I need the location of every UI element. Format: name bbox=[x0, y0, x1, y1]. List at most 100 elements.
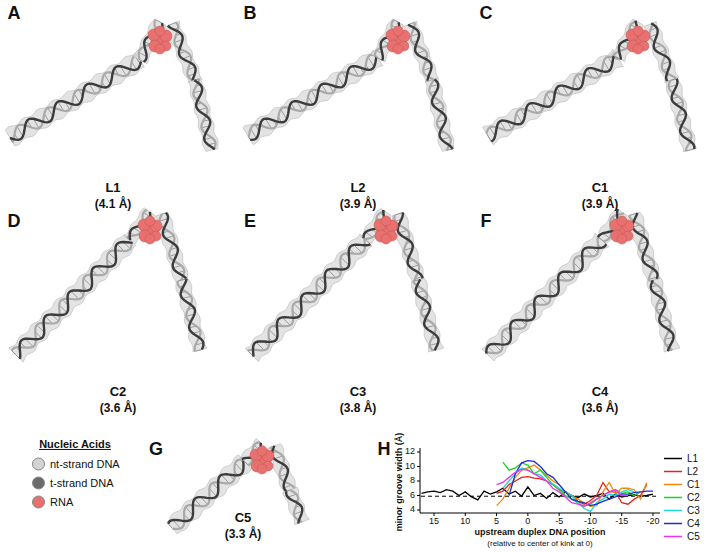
base-pair bbox=[526, 308, 534, 316]
legend-text: nt-strand DNA bbox=[50, 458, 120, 470]
t-strand bbox=[398, 213, 423, 279]
panel-letter: H bbox=[378, 440, 391, 460]
nucleic-acid-structure bbox=[483, 19, 697, 152]
t-strand bbox=[253, 244, 370, 356]
legend-line bbox=[664, 496, 682, 498]
rna-density bbox=[617, 234, 627, 244]
t-strand bbox=[163, 213, 187, 279]
rna-density bbox=[257, 464, 267, 474]
base-pair bbox=[104, 74, 110, 84]
y-tick bbox=[417, 495, 420, 496]
data-line bbox=[509, 461, 653, 506]
rna-density bbox=[393, 26, 403, 36]
nt-strand bbox=[173, 460, 243, 529]
base-pair bbox=[516, 113, 522, 122]
t-strand bbox=[432, 79, 453, 149]
x-tick bbox=[653, 513, 654, 516]
nt-strand bbox=[429, 80, 450, 151]
density-map bbox=[483, 49, 623, 144]
density-map bbox=[482, 233, 609, 361]
base-pair bbox=[256, 342, 264, 350]
base-pair bbox=[12, 351, 20, 359]
base-pair bbox=[286, 490, 290, 491]
nucleic-acid-structure bbox=[5, 19, 218, 151]
t-strand bbox=[250, 56, 376, 140]
density-map bbox=[165, 21, 201, 82]
tick-label: 0 bbox=[525, 517, 530, 527]
panel-letter: G bbox=[149, 440, 163, 460]
x-tick bbox=[434, 513, 435, 516]
density-map bbox=[283, 487, 310, 524]
tick-label: -15 bbox=[615, 517, 628, 527]
axis-title: upstream duplex DNA position bbox=[474, 528, 605, 538]
x-axis bbox=[420, 513, 660, 514]
rna-density bbox=[617, 216, 627, 226]
structure-name: C5 bbox=[235, 511, 252, 525]
panel-letter: B bbox=[244, 4, 257, 24]
base-pair bbox=[84, 278, 92, 286]
legend-line-sample bbox=[664, 533, 682, 539]
t-strand bbox=[10, 61, 141, 139]
legend-line-sample bbox=[664, 481, 682, 487]
tick-label: 12 bbox=[405, 447, 415, 457]
base-pair bbox=[375, 56, 382, 60]
data-line bbox=[497, 465, 647, 506]
axis-title: minor groove width (Å) bbox=[395, 433, 405, 532]
legend-line-sample bbox=[664, 455, 682, 461]
nt-strand bbox=[13, 55, 137, 143]
density-map bbox=[188, 78, 218, 151]
base-pair bbox=[598, 237, 604, 241]
legend-entry: C3 bbox=[664, 505, 700, 516]
base-pair bbox=[71, 291, 79, 299]
t-strand bbox=[672, 79, 695, 149]
t-strand bbox=[633, 213, 658, 279]
panel-letter: F bbox=[481, 212, 492, 232]
tick-label: 10 bbox=[405, 462, 415, 472]
density-map bbox=[361, 208, 391, 243]
nt-strand bbox=[649, 23, 676, 79]
legend-text: C3 bbox=[687, 505, 700, 516]
nt-strand bbox=[159, 214, 184, 280]
t-strand bbox=[194, 80, 214, 149]
base-pair bbox=[394, 20, 398, 22]
base-pair bbox=[281, 109, 287, 119]
density-map bbox=[411, 278, 443, 352]
density-map bbox=[243, 50, 383, 144]
tick-label: -5 bbox=[555, 517, 563, 527]
base-pair bbox=[341, 257, 349, 265]
resolution: (3.6 Å) bbox=[582, 402, 619, 415]
legend-text: t-strand DNA bbox=[50, 477, 114, 489]
base-pair bbox=[251, 129, 257, 139]
resolution: (3.3 Å) bbox=[225, 528, 262, 541]
base-pair bbox=[249, 137, 250, 139]
t-strand bbox=[491, 53, 615, 142]
x-tick bbox=[496, 513, 497, 516]
nt-strand bbox=[248, 238, 365, 350]
panel-letter: C bbox=[480, 4, 493, 24]
panel-letter: A bbox=[8, 4, 21, 24]
legend-title: Nucleic Acids bbox=[39, 438, 111, 450]
x-tick bbox=[621, 513, 622, 516]
legend-entry: C1 bbox=[664, 479, 700, 490]
base-pair bbox=[395, 213, 403, 215]
nucleic-acid-structure bbox=[482, 209, 680, 362]
rna-density bbox=[145, 216, 155, 226]
rna-density bbox=[155, 44, 165, 54]
rna-density bbox=[633, 44, 643, 54]
panel-letter: D bbox=[8, 212, 21, 232]
legend-text: C1 bbox=[687, 479, 700, 490]
legend-swatch bbox=[32, 458, 45, 471]
resolution: (3.8 Å) bbox=[340, 402, 377, 415]
t-strand bbox=[181, 279, 204, 350]
legend-entry: C4 bbox=[664, 518, 700, 529]
density-map bbox=[5, 53, 144, 146]
t-strand bbox=[168, 460, 243, 524]
base-pair bbox=[338, 77, 344, 87]
base-pair bbox=[368, 57, 374, 67]
legend-swatch bbox=[32, 477, 45, 490]
base-pair bbox=[195, 350, 202, 352]
t-strand bbox=[651, 280, 674, 351]
structure-name: C3 bbox=[350, 385, 367, 399]
groove-chart bbox=[417, 448, 660, 516]
rna-density bbox=[257, 446, 267, 456]
